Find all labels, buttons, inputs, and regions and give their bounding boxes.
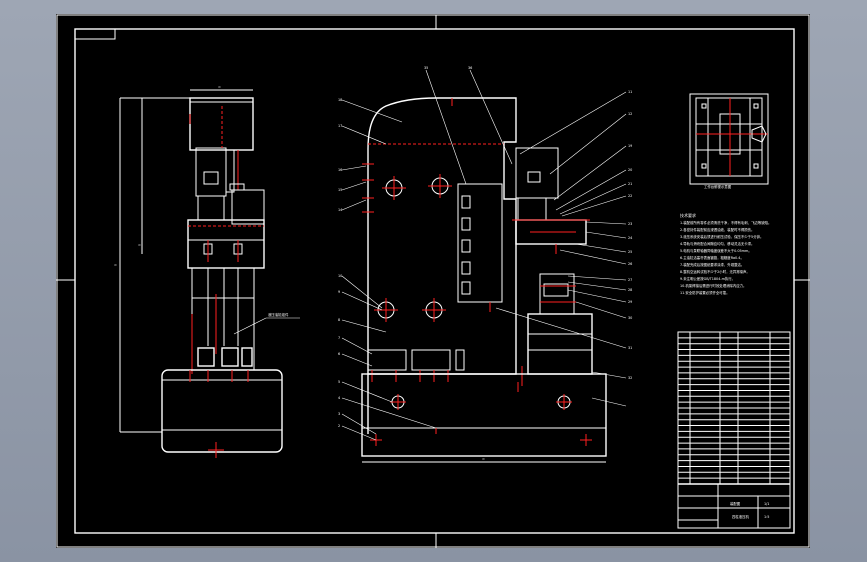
- svg-text:25: 25: [628, 250, 632, 254]
- right-leaders: [495, 91, 627, 407]
- svg-text:32: 32: [628, 376, 632, 380]
- svg-text:28: 28: [628, 288, 632, 292]
- svg-text:21: 21: [628, 182, 632, 186]
- machine-name: 四柱液压机: [732, 514, 750, 519]
- width-dim-text: ≈: [218, 85, 221, 89]
- svg-text:4: 4: [338, 396, 340, 400]
- svg-text:30: 30: [628, 316, 632, 320]
- svg-text:6: 6: [338, 352, 340, 356]
- outer-frame: [56, 14, 810, 548]
- drawing-number-box: [74, 28, 116, 40]
- top-label-b: 36: [468, 66, 472, 70]
- base-block: [161, 369, 283, 453]
- front-view: ≈: [338, 66, 632, 463]
- scale-value: 1:5: [764, 515, 769, 519]
- svg-text:27: 27: [628, 278, 632, 282]
- svg-text:11.安全防护装置必须齐全可靠。: 11.安全防护装置必须齐全可靠。: [680, 290, 729, 295]
- svg-text:7.装配完成后按图纸要求涂漆，外观整洁。: 7.装配完成后按图纸要求涂漆，外观整洁。: [680, 262, 744, 267]
- work-table: [527, 313, 593, 375]
- cylinder-callout: 液压油缸组件: [268, 312, 289, 317]
- svg-text:≈: ≈: [138, 243, 141, 247]
- plan-view-caption: 工作台俯视示意图: [704, 184, 732, 189]
- ram-block: [539, 273, 575, 315]
- assembly-drawing: ≈ ≈ ≈: [56, 14, 810, 548]
- technical-notes: 技术要求 1.装配前所有零件必须清洗干净，不得有毛刺、飞边等缺陷。 2.各密封件…: [680, 212, 771, 295]
- svg-text:1.装配前所有零件必须清洗干净，不得有毛刺、飞边等缺陷。: 1.装配前所有零件必须清洗干净，不得有毛刺、飞边等缺陷。: [680, 220, 771, 225]
- svg-text:10: 10: [338, 274, 342, 278]
- svg-text:31: 31: [628, 346, 632, 350]
- inner-frame: [74, 28, 795, 534]
- svg-text:8.整机空运转试验不少于2小时，无异常噪声。: 8.整机空运转试验不少于2小时，无异常噪声。: [680, 269, 750, 274]
- svg-text:20: 20: [628, 168, 632, 172]
- svg-text:12: 12: [628, 112, 632, 116]
- svg-text:5.电机与泵联轴器同轴度误差不大于0.05mm。: 5.电机与泵联轴器同轴度误差不大于0.05mm。: [680, 248, 752, 253]
- pump-plate: [187, 219, 265, 269]
- svg-text:18: 18: [338, 98, 342, 102]
- title-block: 装配图 四柱液压机 1:5 1/1: [677, 331, 791, 529]
- svg-text:9.未注明公差按GB/T1804-m执行。: 9.未注明公差按GB/T1804-m执行。: [680, 276, 735, 281]
- drawing-name: 装配图: [730, 501, 741, 506]
- svg-text:9: 9: [338, 290, 340, 294]
- guide-column: [457, 183, 503, 303]
- svg-text:19: 19: [628, 144, 632, 148]
- left-leaders: [341, 99, 437, 441]
- svg-text:22: 22: [628, 194, 632, 198]
- notes-title: 技术要求: [680, 212, 696, 218]
- sheet-value: 1/1: [764, 502, 769, 506]
- svg-text:6.主油缸活塞杆表面镀铬，粗糙度Ra0.4。: 6.主油缸活塞杆表面镀铬，粗糙度Ra0.4。: [680, 255, 744, 260]
- svg-text:3.液压系统安装后须进行耐压试验，保压不少于5分钟。: 3.液压系统安装后须进行耐压试验，保压不少于5分钟。: [680, 234, 763, 239]
- svg-text:3: 3: [338, 412, 340, 416]
- right-part-numbers: 11 12 19 20 21 22 23 24 25 26 27 28 29 3…: [628, 90, 632, 380]
- svg-text:8: 8: [338, 318, 340, 322]
- svg-text:29: 29: [628, 300, 632, 304]
- c-frame: [367, 97, 517, 434]
- plan-view-frame: [689, 93, 769, 185]
- small-plan-view: 工作台俯视示意图: [689, 93, 769, 189]
- svg-text:14: 14: [338, 208, 342, 212]
- valve-block: [231, 189, 265, 225]
- parts-list-frame: [677, 331, 791, 529]
- svg-text:7: 7: [338, 336, 340, 340]
- left-side-view: ≈ ≈ ≈: [114, 85, 300, 458]
- svg-text:10.机架焊接后需进行时效处理消除内应力。: 10.机架焊接后需进行时效处理消除内应力。: [680, 283, 746, 288]
- front-base: [361, 373, 607, 457]
- svg-text:23: 23: [628, 222, 632, 226]
- svg-text:15: 15: [338, 188, 342, 192]
- svg-text:24: 24: [628, 236, 632, 240]
- height-dim-text: ≈: [114, 263, 117, 267]
- svg-text:16: 16: [338, 168, 342, 172]
- svg-text:4.导轨与滑块配合间隙应均匀，移动灵活无卡滞。: 4.导轨与滑块配合间隙应均匀，移动灵活无卡滞。: [680, 241, 754, 246]
- top-label-a: 35: [424, 66, 428, 70]
- column-upper: [191, 267, 255, 299]
- svg-text:17: 17: [338, 124, 342, 128]
- svg-text:5: 5: [338, 380, 340, 384]
- svg-text:26: 26: [628, 262, 632, 266]
- drawing-sheet: ≈ ≈ ≈: [56, 14, 810, 548]
- svg-text:≈: ≈: [482, 457, 485, 461]
- svg-text:2: 2: [338, 424, 340, 428]
- left-part-numbers: 18 17 16 15 14 10 9 8 7 6 5 4 3 2: [338, 98, 342, 428]
- svg-text:2.各密封件装配前应浸透油液，装配时不得损伤。: 2.各密封件装配前应浸透油液，装配时不得损伤。: [680, 227, 754, 232]
- svg-text:11: 11: [628, 90, 632, 94]
